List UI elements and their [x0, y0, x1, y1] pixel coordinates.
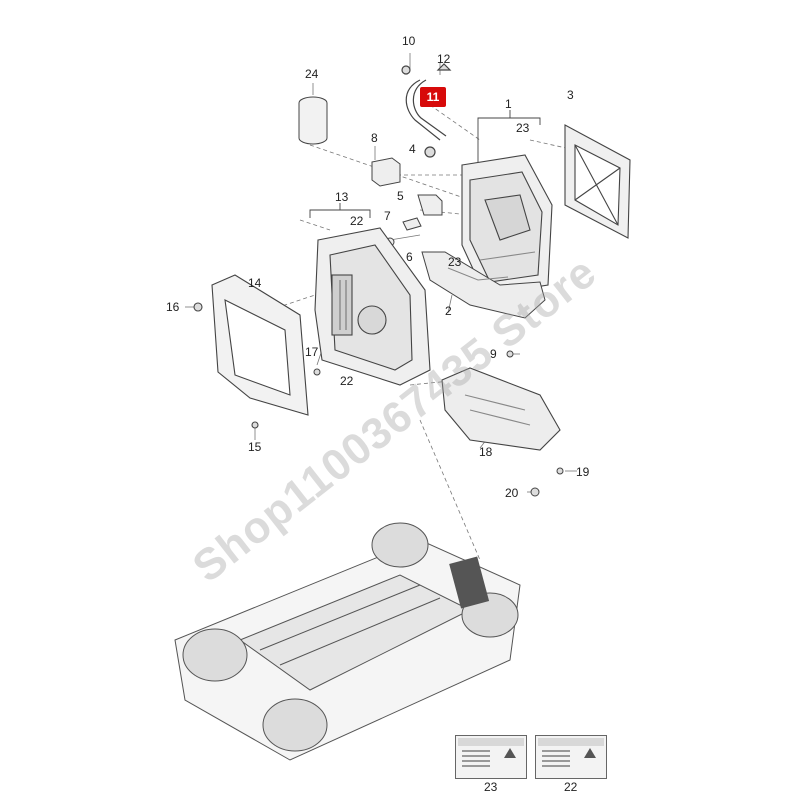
- callout-5: 5: [397, 189, 404, 203]
- callout-10: 10: [402, 34, 416, 48]
- bracket-group-13: [309, 203, 371, 218]
- warning-label-23: [455, 735, 527, 779]
- callout-19: 19: [576, 465, 590, 479]
- callout-22: 22: [340, 374, 354, 388]
- callout-12: 12: [437, 52, 451, 66]
- callout-9: 9: [490, 347, 497, 361]
- part-underbody-shield: [441, 367, 561, 451]
- warning-triangle-icon: [584, 748, 596, 758]
- warning-label-23-number: 23: [484, 780, 498, 794]
- callout-4: 4: [409, 142, 416, 156]
- callout-14: 14: [248, 276, 262, 290]
- callout-16: 16: [166, 300, 180, 314]
- part-pipe: [401, 63, 452, 158]
- callout-18: 18: [479, 445, 493, 459]
- small-brackets: [371, 157, 443, 247]
- warning-triangle-icon: [504, 748, 516, 758]
- part-control-unit: [461, 154, 553, 296]
- part-charger: [314, 227, 431, 386]
- callout-8: 8: [371, 131, 378, 145]
- warning-label-22-number: 22: [564, 780, 578, 794]
- screws: [313, 350, 564, 497]
- callout-23-group: 23: [516, 121, 530, 135]
- callout-1: 1: [505, 97, 512, 111]
- callout-3: 3: [567, 88, 574, 102]
- callout-11-highlighted: 11: [420, 87, 446, 107]
- part-tray: [421, 251, 546, 319]
- callout-13: 13: [335, 190, 349, 204]
- vehicle-chassis: [174, 522, 521, 761]
- warning-label-22: [535, 735, 607, 779]
- callout-15: 15: [248, 440, 262, 454]
- part-left-bracket: [193, 274, 309, 429]
- callout-7: 7: [384, 209, 391, 223]
- callout-6: 6: [406, 250, 413, 264]
- callout-22-group: 22: [350, 214, 364, 228]
- callout-23: 23: [448, 255, 462, 269]
- callout-2: 2: [445, 304, 452, 318]
- callout-20: 20: [505, 486, 519, 500]
- part-cylinder: [298, 96, 328, 145]
- callout-24: 24: [305, 67, 319, 81]
- part-frame: [564, 124, 631, 239]
- callout-17: 17: [305, 345, 319, 359]
